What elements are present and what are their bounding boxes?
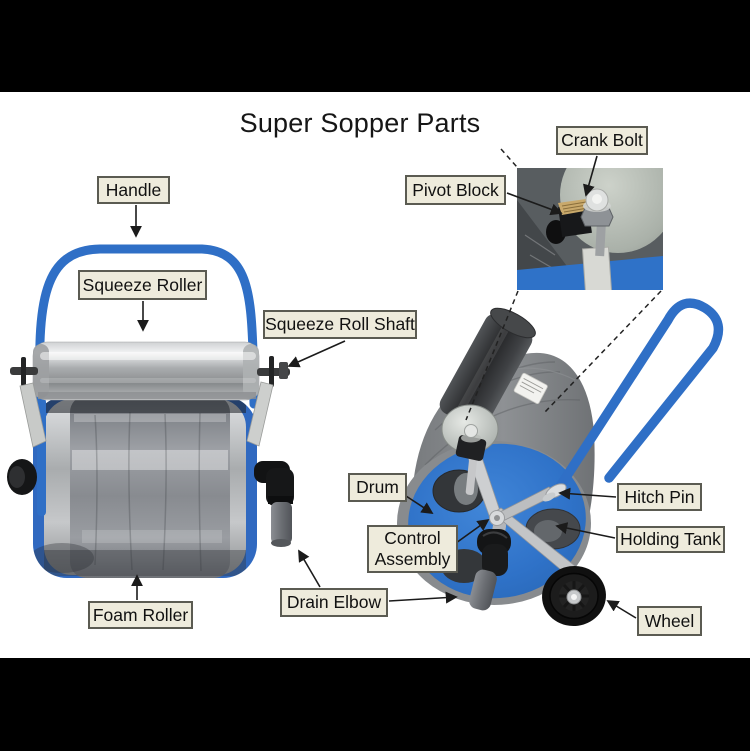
callout-dashed-lines (465, 148, 662, 421)
page-title: Super Sopper Parts (239, 108, 481, 138)
foam-roller-shape (33, 396, 257, 578)
label-squeeze-roll-shaft: Squeeze Roll Shaft (263, 310, 417, 339)
arrow-wheel (606, 600, 637, 619)
label-squeeze-roller: Squeeze Roller (78, 270, 207, 300)
squeeze-roll-shaft-left (10, 357, 38, 386)
label-foam-roller: Foam Roller (88, 601, 193, 629)
squeeze-roll-shaft-right (257, 356, 290, 387)
handle-loop (35, 244, 259, 409)
drain-elbow-left-shape (254, 461, 294, 547)
drum-label-sticker (513, 372, 548, 404)
handle-loop-right (554, 298, 724, 493)
crank-disc-shape (441, 404, 499, 495)
label-pivot-block: Pivot Block (405, 175, 506, 205)
wheel-shape (542, 565, 606, 627)
inset-crank-bolt (580, 188, 614, 227)
right-machine-photo (397, 298, 724, 627)
inset-closeup-photo (517, 168, 663, 290)
squeeze-arm-left (19, 382, 47, 448)
arrow-drum (405, 495, 434, 514)
squeeze-arm-right (246, 381, 274, 447)
arrow-squeeze-roll-shaft (287, 340, 346, 368)
arrow-crank-bolt (582, 155, 598, 197)
bottom-letterbox-bar (0, 658, 750, 751)
arrow-pivot-block (506, 192, 563, 216)
side-knob-shape (7, 459, 37, 495)
top-letterbox-bar (0, 0, 750, 92)
arrow-hitch-pin (558, 487, 617, 500)
label-hitch-pin: Hitch Pin (617, 483, 702, 511)
left-machine-photo (7, 244, 294, 578)
label-handle: Handle (97, 176, 170, 204)
label-drain-elbow: Drain Elbow (280, 588, 388, 617)
label-drum: Drum (348, 473, 407, 502)
arrow-holding-tank (555, 522, 616, 539)
label-wheel: Wheel (637, 606, 702, 636)
callout-dash-right (544, 290, 662, 413)
callout-dash-corner (500, 148, 518, 168)
arrow-drain-elbow-right (388, 591, 458, 604)
label-crank-bolt: Crank Bolt (556, 126, 648, 155)
arrow-drain-elbow-left (298, 549, 321, 588)
squeeze-roller-top-shape (439, 307, 536, 430)
label-control-assembly: Control Assembly (367, 525, 458, 573)
label-arrows (130, 155, 637, 619)
drain-elbow-right-shape (469, 529, 511, 611)
arrow-control-assembly (455, 518, 490, 544)
squeeze-roller-shape (32, 341, 260, 401)
label-holding-tank: Holding Tank (616, 526, 725, 553)
